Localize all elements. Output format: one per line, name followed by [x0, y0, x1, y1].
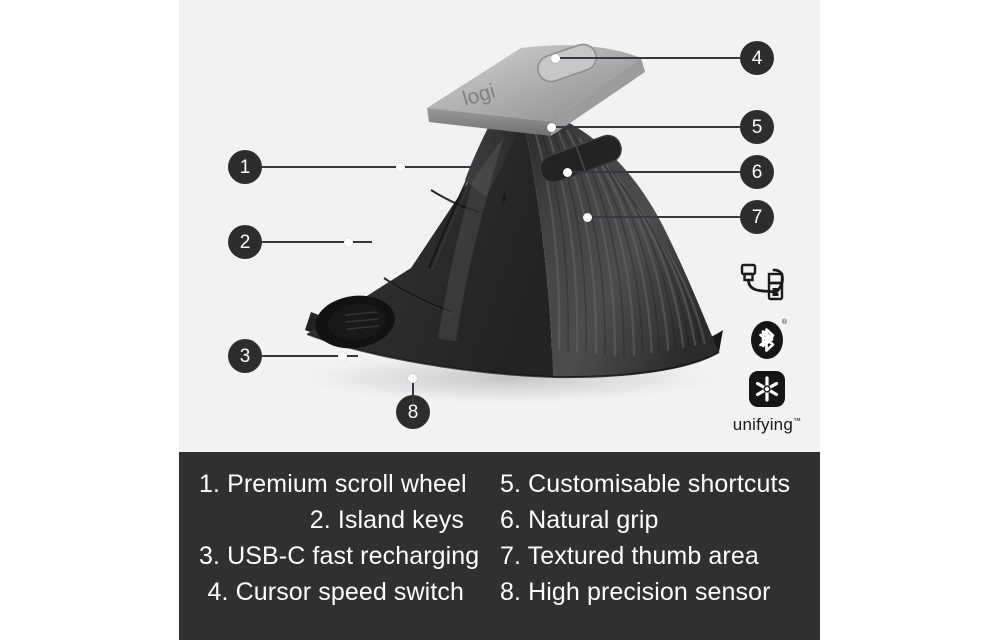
usb-cable-icon: [740, 263, 784, 301]
unifying-label: unifying™: [732, 415, 802, 434]
legend-column-left: 1. Premium scroll wheel 2. Island keys 3…: [199, 452, 499, 640]
callout-3-leader: [262, 355, 358, 357]
callout-2-leader: [262, 241, 372, 243]
usb-badge: [724, 262, 810, 311]
led-indicator: [502, 193, 506, 203]
callout-1-dot: [396, 163, 405, 172]
callout-7-dot: [583, 213, 592, 222]
legend-item: 1. Premium scroll wheel: [199, 470, 467, 498]
callout-2-dot: [344, 238, 353, 247]
callout-1-bubble[interactable]: 1: [228, 150, 262, 184]
legend-panel: 1. Premium scroll wheel 2. Island keys 3…: [179, 452, 820, 640]
callout-6-dot: [563, 168, 572, 177]
bluetooth-badge: ®: [724, 319, 810, 365]
callout-4-bubble[interactable]: 4: [740, 41, 774, 75]
callout-4-dot: [551, 54, 560, 63]
unifying-icon: [749, 371, 785, 407]
legend-item: 3. USB-C fast recharging: [199, 542, 480, 570]
callout-2-bubble[interactable]: 2: [228, 225, 262, 259]
product-image-mouse: logi: [284, 41, 734, 406]
legend-item: 2. Island keys: [309, 506, 464, 534]
callout-7-leader: [592, 216, 740, 218]
callout-6-leader: [572, 171, 740, 173]
cursor-speed-switch[interactable]: [534, 41, 599, 85]
callout-5-leader: [556, 126, 740, 128]
legend-item: 8. High precision sensor: [500, 578, 771, 606]
legend-column-right: 5. Customisable shortcuts 6. Natural gri…: [500, 452, 800, 640]
callout-6-bubble[interactable]: 6: [740, 155, 774, 189]
legend-item: 6. Natural grip: [500, 506, 659, 534]
callout-3-dot: [338, 352, 347, 361]
callout-8-bubble[interactable]: 8: [396, 395, 430, 429]
bluetooth-icon: [751, 321, 783, 359]
registered-mark: ®: [781, 319, 787, 326]
callout-8-leader: [412, 380, 414, 404]
unifying-badge: unifying™: [724, 370, 810, 435]
callout-8-dot: [408, 374, 417, 383]
callout-5-dot: [547, 123, 556, 132]
legend-item: 5. Customisable shortcuts: [500, 470, 791, 498]
callout-5-bubble[interactable]: 5: [740, 110, 774, 144]
callout-7-bubble[interactable]: 7: [740, 200, 774, 234]
callout-4-leader: [560, 57, 740, 59]
callout-1-leader: [262, 166, 482, 168]
callout-3-bubble[interactable]: 3: [228, 339, 262, 373]
connectivity-badges: ® unifying™: [724, 262, 810, 434]
usb-c-port: [315, 295, 395, 349]
legend-item: 7. Textured thumb area: [500, 542, 759, 570]
legend-item: 4. Cursor speed switch: [207, 578, 464, 606]
